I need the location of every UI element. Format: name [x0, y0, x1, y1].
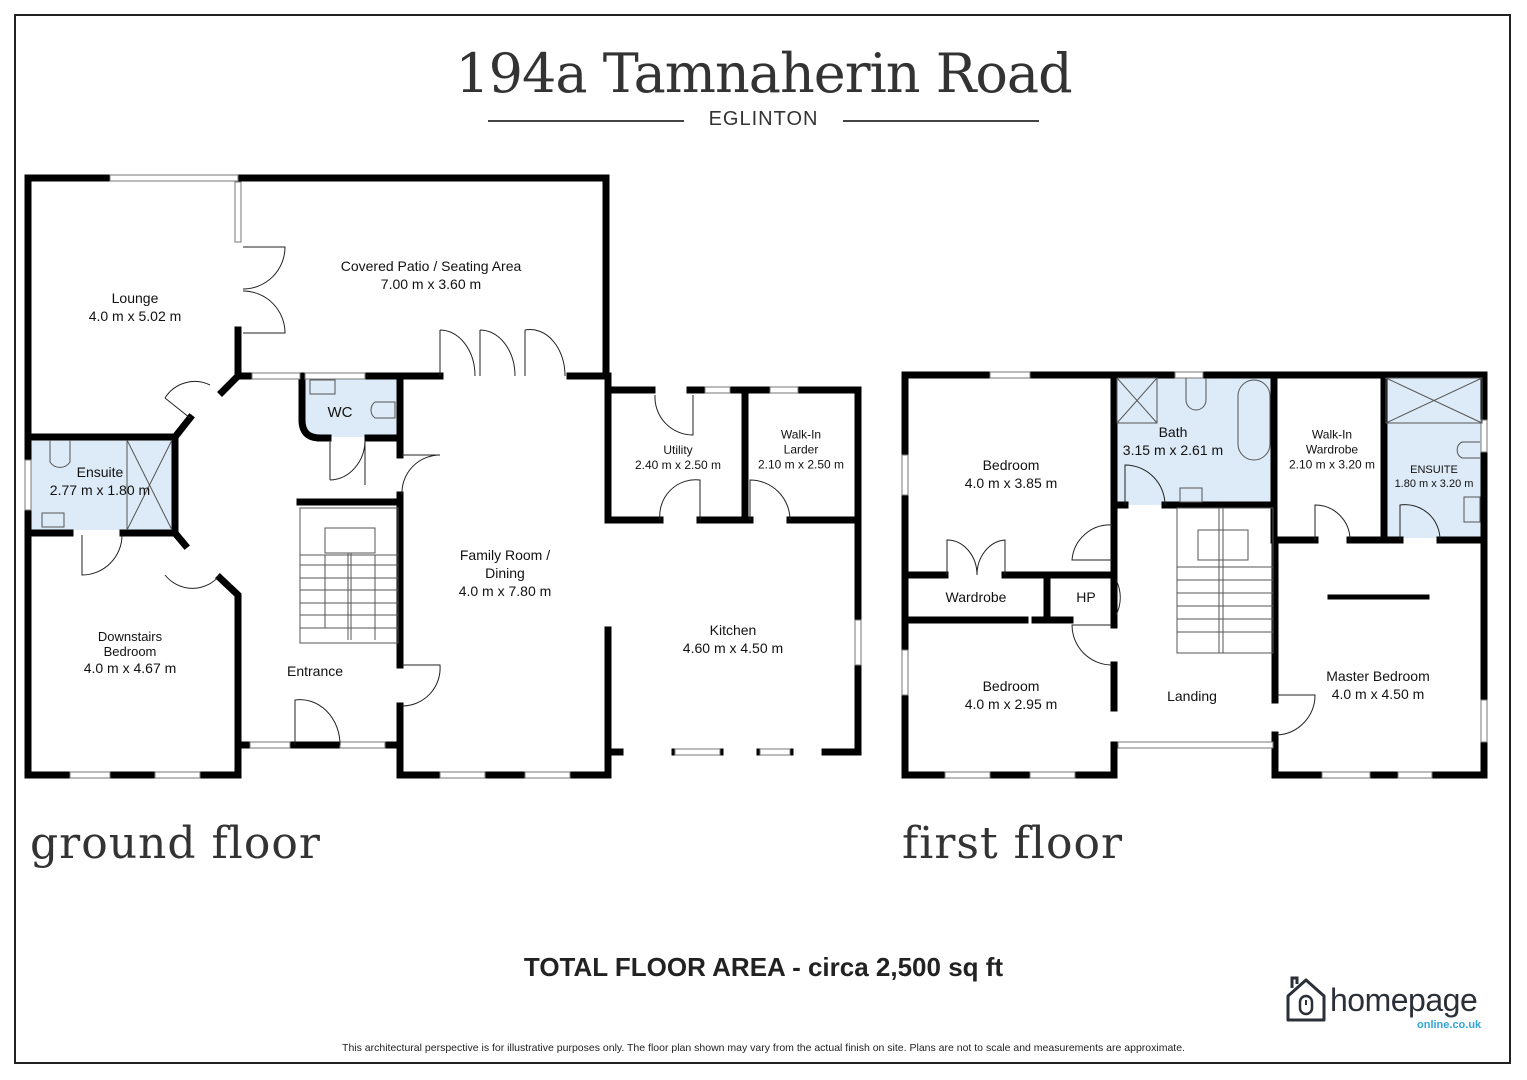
room-name-line1: Downstairs: [97, 629, 163, 644]
homepage-logo: homepage online.co.uk: [1284, 972, 1494, 1034]
room-size: 2.10 m x 2.50 m: [757, 457, 845, 472]
stairs-ground: [299, 507, 399, 644]
room-name-line2: Dining: [485, 565, 525, 581]
room-ensuite-ground: Ensuite 2.77 m x 1.80 m: [50, 463, 150, 499]
room-entrance: Entrance: [287, 662, 343, 680]
room-name-line2: Wardrobe: [1305, 442, 1359, 457]
room-name-line1: Walk-In: [1311, 427, 1353, 442]
stairs-first: [1176, 507, 1274, 654]
room-utility: Utility 2.40 m x 2.50 m: [635, 443, 721, 473]
room-bedroom-2: Bedroom 4.0 m x 2.95 m: [965, 677, 1058, 713]
walls-first: [901, 371, 1488, 779]
room-name: Lounge: [111, 290, 159, 306]
room-lounge: Lounge 4.0 m x 5.02 m: [89, 289, 182, 325]
room-size: 2.40 m x 2.50 m: [634, 458, 722, 472]
page-frame: [14, 14, 1511, 1064]
fixtures-ground: [41, 379, 396, 531]
room-size: 7.00 m x 3.60 m: [380, 276, 482, 292]
room-name: Landing: [1167, 688, 1217, 704]
room-size: 4.0 m x 4.50 m: [1331, 686, 1425, 702]
room-size: 1.80 m x 3.20 m: [1394, 478, 1474, 490]
room-name: Kitchen: [709, 622, 757, 638]
room-size: 4.0 m x 2.95 m: [964, 696, 1058, 712]
windows-ground: [24, 174, 862, 779]
ground-floor-label: ground floor: [30, 818, 321, 869]
room-name: HP: [1076, 589, 1096, 605]
doors-ground: [81, 246, 791, 746]
total-floor-area: TOTAL FLOOR AREA - circa 2,500 sq ft: [523, 952, 1004, 982]
room-bath: Bath 3.15 m x 2.61 m: [1123, 423, 1223, 459]
room-ensuite-first: ENSUITE 1.80 m x 3.20 m: [1395, 463, 1474, 491]
room-kitchen: Kitchen 4.60 m x 4.50 m: [683, 621, 783, 657]
doors-first: [946, 464, 1441, 736]
room-name: ENSUITE: [1410, 464, 1458, 476]
house-mouse-icon: [1286, 976, 1326, 1022]
room-wardrobe: Wardrobe: [946, 588, 1007, 606]
wet-room-fills: [30, 378, 1482, 538]
room-name: Bedroom: [982, 457, 1040, 473]
property-location: EGLINTON: [708, 108, 819, 130]
room-name: Bath: [1158, 424, 1188, 440]
property-title: 194a Tamnaherin Road: [455, 42, 1072, 105]
room-size: 2.77 m x 1.80 m: [49, 482, 151, 498]
room-size: 4.60 m x 4.50 m: [682, 640, 784, 656]
logo-wordmark: homepage: [1330, 982, 1478, 1018]
disclaimer-text: This architectural perspective is for il…: [342, 1042, 1185, 1054]
room-hp: HP: [1076, 588, 1095, 606]
room-name-line2: Larder: [783, 442, 819, 457]
room-name: Master Bedroom: [1326, 668, 1430, 684]
room-landing: Landing: [1167, 687, 1217, 705]
room-size: 2.10 m x 3.20 m: [1288, 457, 1376, 472]
room-name: Wardrobe: [945, 589, 1007, 605]
windows-first: [901, 371, 1488, 779]
room-name-line1: Walk-In: [780, 427, 822, 442]
room-size: 4.0 m x 4.67 m: [83, 660, 177, 676]
title-rule-left: [488, 120, 684, 122]
room-wc: WC: [328, 404, 353, 422]
room-family-dining: Family Room / Dining 4.0 m x 7.80 m: [459, 546, 552, 600]
room-size: 4.0 m x 7.80 m: [458, 583, 552, 599]
title-rule-right: [843, 120, 1039, 122]
room-bedroom-1: Bedroom 4.0 m x 3.85 m: [965, 456, 1058, 492]
room-downstairs-bedroom: Downstairs Bedroom 4.0 m x 4.67 m: [84, 629, 177, 677]
walls-ground: [24, 174, 862, 779]
room-name-line1: Family Room /: [459, 547, 551, 563]
room-size: 4.0 m x 3.85 m: [964, 475, 1058, 491]
room-walk-in-wardrobe: Walk-In Wardrobe 2.10 m x 3.20 m: [1289, 428, 1375, 473]
room-master-bedroom: Master Bedroom 4.0 m x 4.50 m: [1326, 667, 1429, 703]
fixtures-first: [1116, 377, 1483, 523]
room-size: 4.0 m x 5.02 m: [88, 308, 182, 324]
room-size: 3.15 m x 2.61 m: [1122, 442, 1224, 458]
room-name: Ensuite: [76, 464, 124, 480]
room-name: Entrance: [286, 663, 344, 679]
room-name: Bedroom: [982, 678, 1040, 694]
first-floor-label: first floor: [902, 818, 1124, 869]
room-covered-patio: Covered Patio / Seating Area 7.00 m x 3.…: [341, 257, 522, 293]
room-name-line2: Bedroom: [103, 644, 157, 659]
room-name: Covered Patio / Seating Area: [340, 258, 522, 274]
room-walk-in-larder: Walk-In Larder 2.10 m x 2.50 m: [758, 428, 844, 473]
room-name: WC: [327, 404, 353, 421]
room-name: Utility: [663, 443, 693, 457]
logo-domain: online.co.uk: [1417, 1019, 1482, 1031]
